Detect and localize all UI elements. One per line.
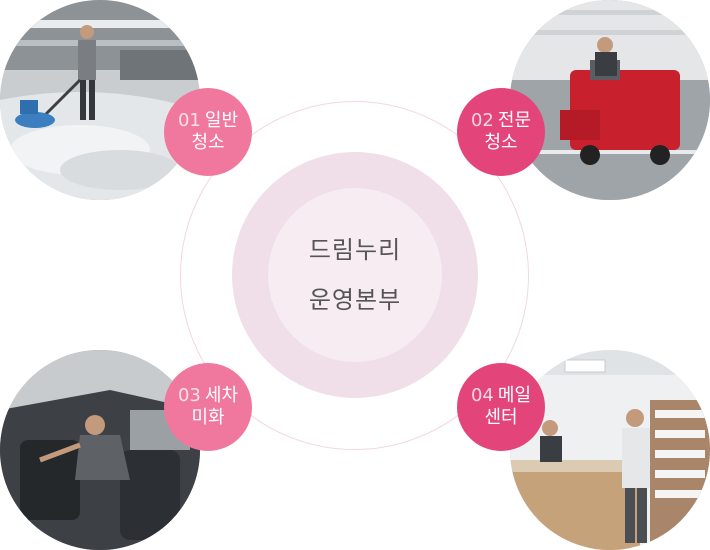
mail-center-photo: [510, 350, 710, 550]
center-title-line2: 운영본부: [308, 286, 402, 314]
service-title-line1: 메일: [497, 385, 532, 406]
center-title-line1: 드림누리: [308, 236, 402, 264]
service-title-line2: 청소: [191, 132, 225, 153]
service-title-line2: 청소: [484, 132, 518, 153]
service-title-line1: 일반: [204, 110, 239, 131]
service-title-line2: 미화: [191, 407, 225, 428]
service-number: 01: [177, 110, 201, 131]
service-number: 02: [470, 110, 494, 131]
service-number: 04: [470, 385, 494, 406]
outer-ring: [180, 101, 529, 450]
service-title-line1: 전문: [497, 110, 532, 131]
sweeper-vehicle-photo: [510, 0, 710, 200]
service-title-line2: 센터: [484, 407, 518, 428]
service-title-line1: 세차: [204, 385, 239, 406]
service-number: 03: [177, 385, 201, 406]
center-core: [268, 188, 442, 362]
car-interior-cleaning-photo: [0, 350, 200, 550]
center-title: 드림누리 운영본부: [268, 188, 442, 362]
floor-cleaning-photo: [0, 0, 200, 200]
